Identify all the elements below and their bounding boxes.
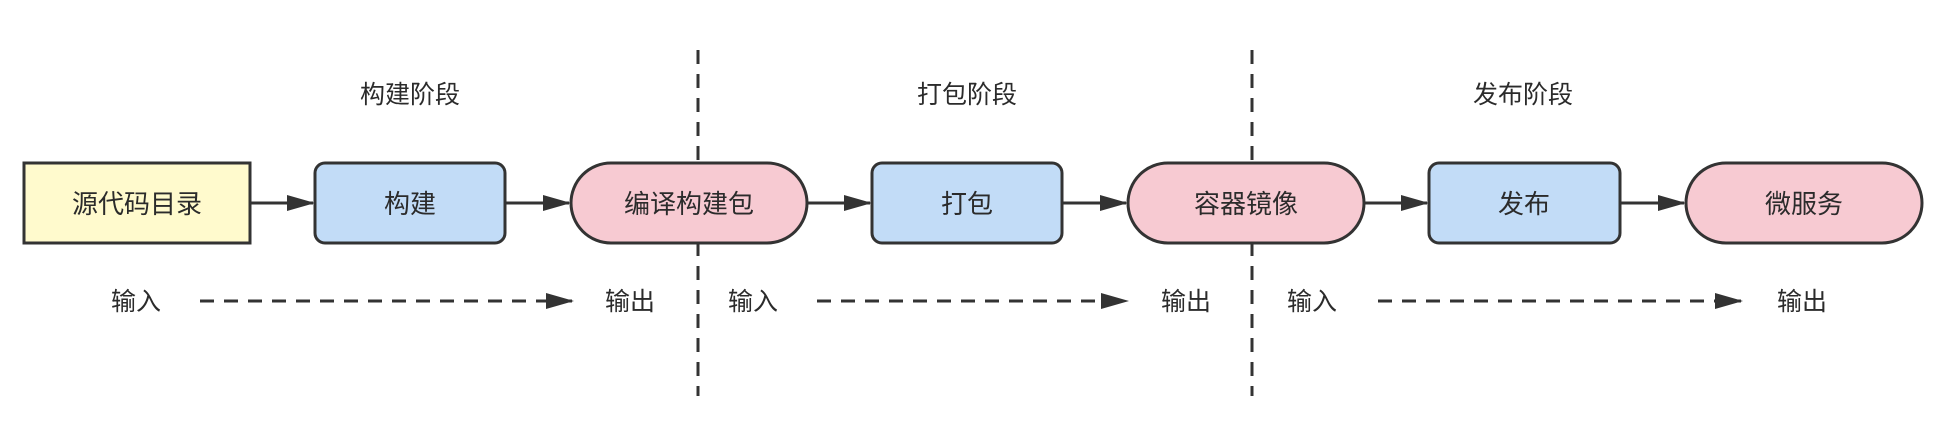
node-release: 发布	[1427, 161, 1622, 245]
svg-text:容器镜像: 容器镜像	[1194, 190, 1298, 220]
svg-text:源代码目录: 源代码目录	[72, 190, 202, 220]
io-input-1: 输入	[111, 287, 161, 316]
io-input-3: 输入	[1287, 287, 1337, 316]
stage-label-build: 构建阶段	[360, 80, 460, 109]
io-output-3: 输出	[1777, 287, 1827, 316]
svg-text:编译构建包: 编译构建包	[624, 190, 754, 220]
svg-text:构建: 构建	[384, 190, 436, 220]
svg-text:打包: 打包	[941, 190, 993, 220]
stage-label-release: 发布阶段	[1473, 80, 1573, 109]
svg-text:微服务: 微服务	[1765, 190, 1843, 220]
node-build: 构建	[313, 161, 507, 245]
node-source-dir: 源代码目录	[22, 161, 252, 245]
node-container-image: 容器镜像	[1126, 161, 1366, 245]
io-output-1: 输出	[605, 287, 655, 316]
node-compiled-package: 编译构建包	[569, 161, 809, 245]
stage-label-package: 打包阶段	[917, 80, 1017, 109]
io-output-2: 输出	[1161, 287, 1211, 316]
node-package: 打包	[870, 161, 1064, 245]
svg-text:发布: 发布	[1498, 190, 1550, 220]
node-microservice: 微服务	[1684, 161, 1924, 245]
io-input-2: 输入	[728, 287, 778, 316]
